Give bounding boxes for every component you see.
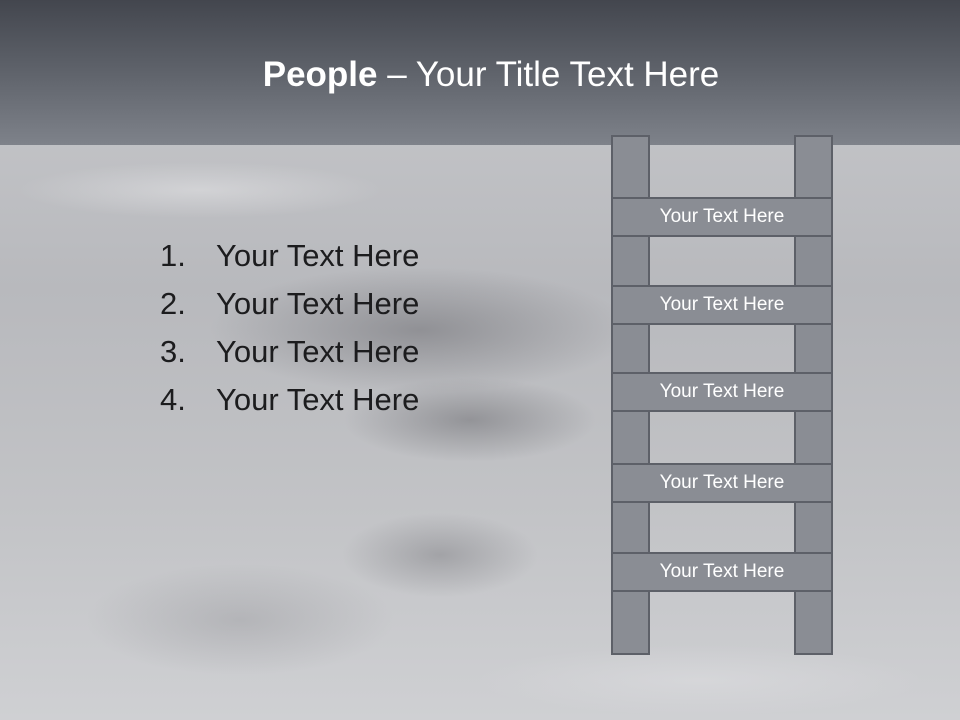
list-number: 3. — [160, 334, 186, 369]
list-item: 4. Your Text Here — [160, 376, 419, 424]
title-bar — [0, 0, 960, 145]
ladder-rung: Your Text Here — [611, 463, 833, 503]
ladder-rung: Your Text Here — [611, 552, 833, 592]
list-text: Your Text Here — [216, 286, 420, 321]
list-item: 1. Your Text Here — [160, 232, 419, 280]
title-text: – Your Title Text Here — [377, 55, 720, 94]
list-text: Your Text Here — [216, 238, 420, 273]
list-text: Your Text Here — [216, 382, 420, 417]
list-item: 2. Your Text Here — [160, 280, 419, 328]
list-number: 2. — [160, 286, 186, 321]
list-item: 3. Your Text Here — [160, 328, 419, 376]
ladder-rung: Your Text Here — [611, 197, 833, 237]
list-number: 1. — [160, 238, 186, 273]
ladder-rung: Your Text Here — [611, 372, 833, 412]
ladder-rung: Your Text Here — [611, 285, 833, 325]
numbered-list: 1. Your Text Here 2. Your Text Here 3. Your… — [160, 232, 419, 424]
slide-title: People – Your Title Text Here — [0, 52, 960, 98]
list-text: Your Text Here — [216, 334, 420, 369]
list-number: 4. — [160, 382, 186, 417]
title-bold: People — [262, 55, 378, 94]
ladder-graphic: Your Text Here Your Text Here Your Text … — [611, 135, 834, 658]
